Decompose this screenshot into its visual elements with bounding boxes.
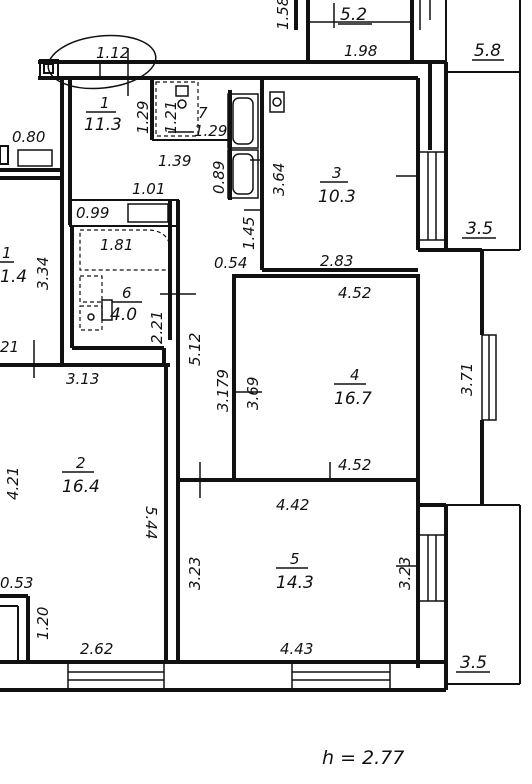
room-3-number: 3 [332, 164, 342, 182]
annotation-circle [47, 34, 157, 90]
dim-3-179: 3.179 [214, 369, 232, 412]
dim-1-39: 1.39 [158, 152, 191, 170]
ceiling-height: h = 2.77 [322, 747, 404, 769]
balcony-area-bottom: 3.5 [460, 653, 487, 673]
dim-0-99: 0.99 [76, 204, 109, 222]
dim-3-64: 3.64 [270, 163, 288, 196]
dim-3-34: 3.34 [34, 257, 52, 290]
dimension-labels: 1.12 1.29 0.80 1.21 1.39 0.89 3.64 1.01 … [0, 44, 476, 658]
room-6-number: 6 [122, 284, 132, 302]
area-label-5-2: 5.2 [340, 5, 367, 25]
area-label-5-8: 5.8 [474, 41, 501, 61]
balcony-area-top: 3.5 [466, 219, 493, 239]
fixtures [79, 81, 285, 331]
room-1-number: 1 [100, 94, 110, 112]
dim-4-21: 4.21 [4, 467, 22, 500]
dim-3-23-left: 3.23 [186, 557, 204, 590]
room-1-area: 11.3 [84, 115, 122, 135]
dim-1-81: 1.81 [100, 236, 133, 254]
dim-2-21: 2.21 [148, 311, 166, 344]
dim-2-62: 2.62 [80, 640, 113, 658]
dim-4-43: 4.43 [280, 640, 313, 658]
interior-walls [0, 78, 420, 662]
dim-0-54: 0.54 [214, 254, 247, 272]
dim-1-12: 1.12 [96, 44, 129, 62]
room-5-area: 14.3 [276, 573, 314, 593]
room-left-number: 1 [2, 244, 12, 262]
top-fragment [294, 0, 521, 73]
dim-1-21: 1.21 [162, 101, 180, 134]
dim-4-52-top: 4.52 [338, 284, 371, 302]
dim-2-83: 2.83 [320, 252, 353, 270]
dim-0-80: 0.80 [12, 128, 45, 146]
room-6-area: 4.0 [110, 305, 137, 325]
dim-0-53: 0.53 [0, 574, 33, 592]
dim-5-44: 5.44 [142, 506, 160, 539]
dim-3-13: 3.13 [66, 370, 99, 388]
dim-4-52-bottom: 4.52 [338, 456, 371, 474]
dim-1-98: 1.98 [344, 42, 377, 60]
dim-1-20: 1.20 [34, 607, 52, 640]
room-3-area: 10.3 [318, 187, 356, 207]
dim-1-45: 1.45 [240, 217, 258, 250]
dim-1-01: 1.01 [132, 180, 165, 198]
room-4-area: 16.7 [334, 389, 372, 409]
dim-4-42: 4.42 [276, 496, 309, 514]
room-2-number: 2 [76, 454, 86, 472]
dim-3-71: 3.71 [458, 363, 476, 396]
room-labels: 1 11.3 1.29 7 3 10.3 6 4.0 4 16.7 2 16.4… [0, 94, 372, 593]
tick-lines [33, 48, 418, 567]
dim-1-58: 1.58 [274, 0, 292, 30]
dim-1-29: 1.29 [134, 101, 152, 134]
room-7-area: 1.29 [194, 122, 227, 140]
room-2-area: 16.4 [62, 477, 100, 497]
room-4-number: 4 [350, 366, 360, 384]
dim-0-89: 0.89 [210, 161, 228, 194]
dim-21: 21 [0, 338, 19, 356]
dim-3-69: 3.69 [244, 377, 262, 410]
room-7-number: 7 [198, 104, 208, 122]
room-5-number: 5 [290, 550, 300, 568]
dim-5-12: 5.12 [186, 333, 204, 366]
exterior-walls [0, 59, 521, 692]
room-left-area: 1.4 [0, 267, 27, 287]
dim-3-23-right: 3.23 [396, 557, 414, 590]
